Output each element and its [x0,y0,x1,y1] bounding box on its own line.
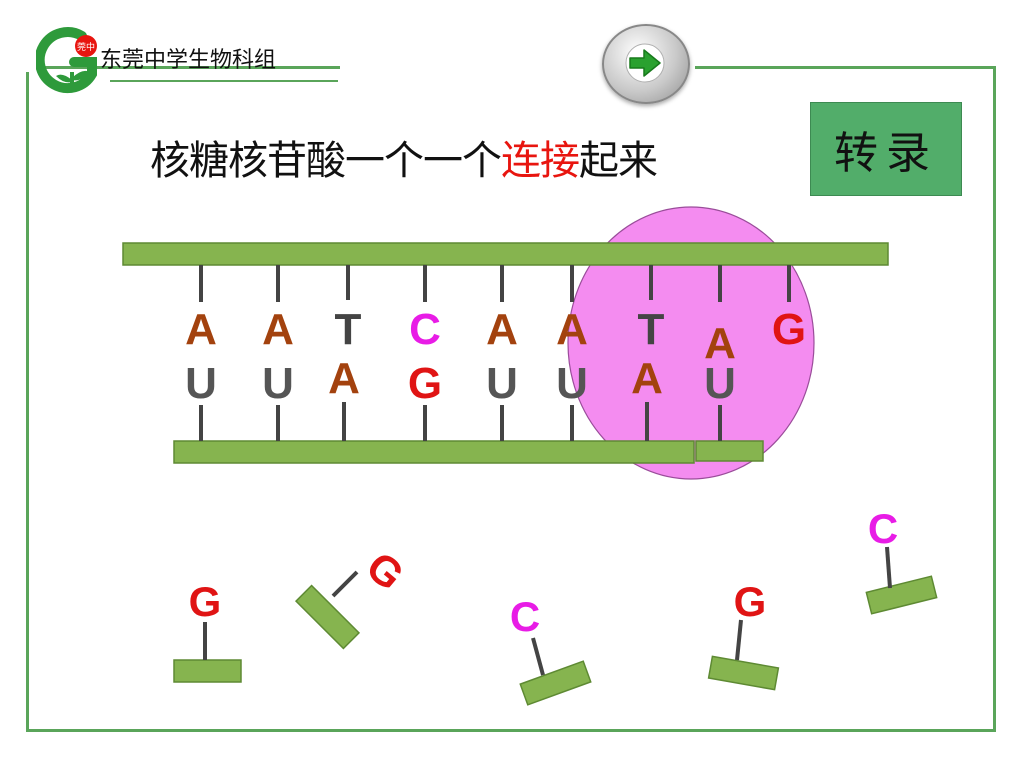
mrna-strand-new-segment [695,440,764,462]
free-nucleotide-backbone [173,659,242,683]
template-base: G [772,305,806,354]
template-base: A [556,305,588,354]
rna-base: U [185,359,217,408]
rna-base: U [486,359,518,408]
template-base: A [262,305,294,354]
free-nucleotide-backbone [294,584,361,650]
title-part2: 起来 [579,138,658,184]
template-base: C [409,305,441,354]
template-base: T [638,305,665,354]
template-base: A [486,305,518,354]
rna-polymerase [567,206,815,480]
free-nucleotide-base: G [734,578,767,625]
org-underline [110,80,338,82]
free-nucleotide-backbone [707,655,780,691]
free-nucleotide-stem [331,570,359,598]
rna-base: U [262,359,294,408]
template-base: A [185,305,217,354]
rna-base: A [631,354,663,403]
title-part1: 核糖核苷酸一个一个 [150,138,502,184]
free-nucleotide-backbone [865,575,938,615]
free-nucleotide-stem [531,637,545,676]
frame-gap [22,60,38,72]
right-arrow-icon [625,43,665,83]
slide-title: 核糖核苷酸一个一个连接起来 [150,128,658,186]
org-name: 东莞中学生物科组 [100,48,277,73]
free-nucleotide-base: G [189,578,222,625]
school-logo-icon: 莞中 [36,27,97,94]
free-nucleotide-stem [885,546,892,589]
free-nucleotide-base: G [358,542,413,599]
rna-base: G [408,359,442,408]
free-nucleotide-base: C [868,505,898,552]
free-nucleotide-base: C [510,593,540,640]
rna-base: U [704,359,736,408]
template-base: A [704,319,736,368]
next-button[interactable] [602,24,690,104]
transcribe-button[interactable]: 转录 [810,102,962,196]
dna-template-strand [122,242,889,266]
title-highlight: 连接 [501,138,580,184]
free-nucleotide-stem [735,619,743,661]
rna-base: A [328,354,360,403]
template-base: T [335,305,362,354]
rna-base: U [556,359,588,408]
mrna-strand [173,440,695,464]
logo-mark-text: 莞中 [77,41,95,53]
free-nucleotide-backbone [519,660,592,706]
